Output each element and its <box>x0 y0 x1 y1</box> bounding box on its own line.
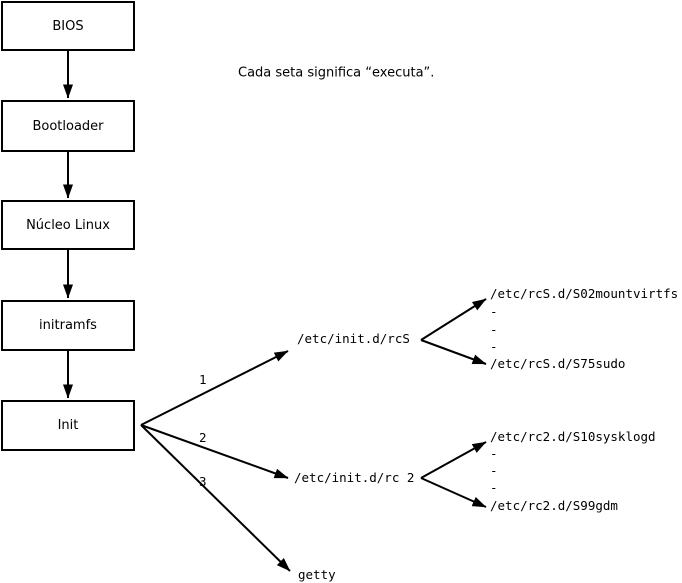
rcs-ellipsis-dash: - <box>490 338 498 354</box>
rcs-ellipsis-dash: - <box>490 321 498 337</box>
rc2-ellipsis-dash: - <box>490 445 498 461</box>
arrow-rcs-to-first-script <box>420 298 487 341</box>
arrow-init-to-getty <box>140 424 291 572</box>
flow-box-bootloader-label: Bootloader <box>32 118 104 134</box>
target-getty: getty <box>298 566 336 582</box>
target-init-d-rcs: /etc/init.d/rcS <box>297 330 410 346</box>
flow-box-linux-kernel: Núcleo Linux <box>1 200 135 250</box>
rcs-ellipsis-dash: - <box>490 303 498 319</box>
branch-number-2: 2 <box>199 429 207 445</box>
rc2-script-first: /etc/rc2.d/S10sysklogd <box>490 428 656 444</box>
rc2-ellipsis-dash: - <box>490 462 498 478</box>
rcs-script-first: /etc/rcS.d/S02mountvirtfs <box>490 285 679 301</box>
flow-box-init-label: Init <box>57 418 79 433</box>
rc2-script-last: /etc/rc2.d/S99gdm <box>490 497 618 513</box>
rcs-script-last: /etc/rcS.d/S75sudo <box>490 355 626 371</box>
flow-box-initramfs: initramfs <box>1 300 135 351</box>
arrow-rc2-to-last-script <box>420 477 487 508</box>
flow-box-bios: BIOS <box>1 1 135 51</box>
rc2-ellipsis-dash: - <box>490 479 498 495</box>
arrow-init-to-rcs <box>140 350 289 426</box>
flow-box-bootloader: Bootloader <box>1 100 135 152</box>
flow-box-linux-kernel-label: Núcleo Linux <box>26 217 110 233</box>
arrow-init-to-rc2 <box>140 424 289 479</box>
flow-box-initramfs-label: initramfs <box>39 318 97 333</box>
arrow-rc2-to-first-script <box>420 441 487 479</box>
flow-box-init: Init <box>1 400 135 451</box>
arrow-rcs-to-last-script <box>420 339 487 365</box>
flow-box-bios-label: BIOS <box>52 18 84 34</box>
branch-number-3: 3 <box>199 473 207 489</box>
legend-note: Cada seta significa “executa”. <box>238 65 435 81</box>
branch-number-1: 1 <box>199 371 207 387</box>
target-init-d-rc2: /etc/init.d/rc 2 <box>294 469 415 485</box>
